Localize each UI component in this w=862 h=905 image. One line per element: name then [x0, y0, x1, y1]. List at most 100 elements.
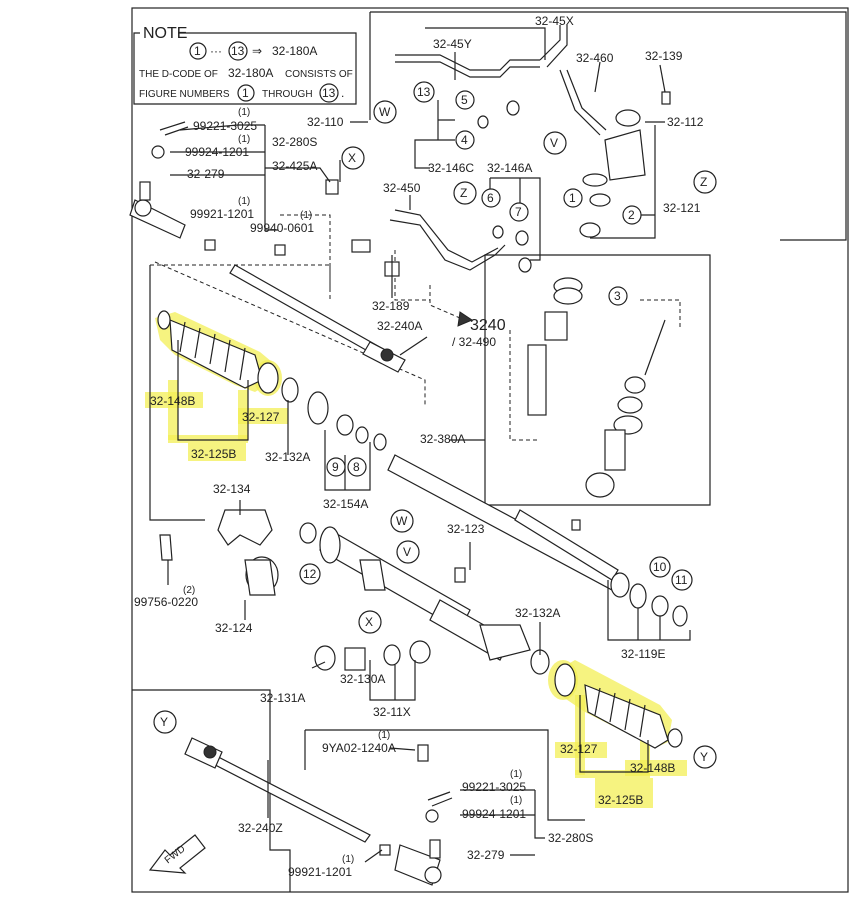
- label-32-380A: 32-380A: [420, 432, 465, 446]
- label-32-127-left: 32-127: [242, 410, 280, 424]
- label-32-279-bot: 32-279: [467, 848, 505, 862]
- arrow-3240: [429, 285, 474, 327]
- label-32-450: 32-450: [383, 181, 421, 195]
- qty-bot-1b: (1): [510, 769, 522, 780]
- callout-2: 2: [628, 208, 635, 222]
- qty-mid-2: (2): [183, 585, 195, 596]
- label-32-11X: 32-11X: [373, 705, 411, 719]
- callout-9: 9: [332, 460, 339, 474]
- note-line3-d: 13: [322, 86, 336, 100]
- valve-internals: [527, 277, 666, 498]
- callout-X-mid: X: [365, 615, 373, 629]
- callout-Y-right: Y: [700, 750, 708, 764]
- right-boot: [554, 663, 683, 749]
- label-32-131A: 32-131A: [260, 691, 305, 705]
- label-32-110: 32-110: [307, 115, 344, 129]
- label-32-127-right: 32-127: [560, 742, 598, 756]
- callout-3: 3: [614, 289, 621, 303]
- label-99924-1201-bot: 99924-1201: [462, 807, 526, 821]
- rack-housing: [319, 526, 531, 661]
- inner-tie-rod-bottom: [184, 737, 371, 843]
- label-32-45X: 32-45X: [535, 14, 574, 28]
- label-9YA02-1240A: 9YA02-1240A: [322, 741, 396, 755]
- valve-assembly: [325, 25, 671, 277]
- label-32-123: 32-123: [447, 522, 485, 536]
- label-32-125B-right: 32-125B: [598, 793, 643, 807]
- callout-11: 11: [675, 573, 688, 587]
- qty-bot-1a: (1): [378, 730, 390, 741]
- note-arrow: ⇒: [252, 44, 262, 58]
- label-32-130A: 32-130A: [340, 672, 385, 686]
- mount-bracket: [159, 509, 317, 596]
- label-32-490: / 32-490: [452, 335, 496, 349]
- qty-bot-1c: (1): [510, 795, 522, 806]
- tie-rod-end-top: [129, 121, 286, 256]
- qty-top-1c: (1): [238, 196, 250, 207]
- label-99756-0220: 99756-0220: [134, 595, 198, 609]
- label-32-189: 32-189: [372, 299, 410, 313]
- label-32-280S-bot: 32-280S: [548, 831, 593, 845]
- label-32-148B-right: 32-148B: [630, 761, 675, 775]
- note-range-to: 13: [231, 44, 245, 58]
- label-32-124: 32-124: [215, 621, 253, 635]
- seal-rings-left: [281, 377, 387, 451]
- label-99221-3025-bot: 99221-3025: [462, 780, 526, 794]
- tie-rod-end-bottom: [379, 744, 453, 886]
- note-title: NOTE: [143, 25, 187, 42]
- note-code: 32-180A: [272, 44, 317, 58]
- label-32-112: 32-112: [667, 115, 704, 129]
- label-32-146A: 32-146A: [487, 161, 532, 175]
- callout-6: 6: [487, 191, 494, 205]
- callout-13: 13: [417, 85, 431, 99]
- callout-V-top: V: [550, 136, 558, 150]
- callout-12: 12: [303, 567, 317, 581]
- callout-W-top: W: [379, 105, 391, 119]
- callout-X-top: X: [348, 151, 356, 165]
- callout-7: 7: [515, 205, 522, 219]
- label-32-121: 32-121: [663, 201, 701, 215]
- qty-bot-1d: (1): [342, 854, 354, 865]
- label-32-148B-left: 32-148B: [150, 394, 195, 408]
- label-32-45Y: 32-45Y: [433, 37, 472, 51]
- note-line3-e: .: [341, 86, 344, 100]
- bottom-small-parts: [314, 519, 581, 671]
- note-line3-b: 1: [242, 86, 249, 100]
- label-32-134: 32-134: [213, 482, 251, 496]
- label-32-279-top: 32-279: [187, 167, 225, 181]
- callout-Z-mid: Z: [460, 186, 467, 200]
- label-32-280S-top: 32-280S: [272, 135, 317, 149]
- label-99921-1201-bot: 99921-1201: [288, 865, 352, 879]
- left-boot: [157, 310, 279, 394]
- label-32-146C: 32-146C: [428, 161, 474, 175]
- note-range-from: 1: [194, 44, 201, 58]
- label-32-125B-left: 32-125B: [191, 447, 236, 461]
- callout-10: 10: [653, 560, 667, 574]
- label-32-132A-right: 32-132A: [515, 606, 560, 620]
- callout-circles: 1 2 3 4 5 6 7 8 9 10 11 12 13 W V X Z Z …: [153, 81, 717, 769]
- seal-rings-right: [530, 572, 688, 675]
- callout-W-mid: W: [396, 514, 408, 528]
- fwd-arrow: [148, 834, 206, 874]
- qty-top-1d: (1): [300, 210, 312, 221]
- label-99221-3025-top: 99221-3025: [193, 119, 257, 133]
- callout-Z-right: Z: [700, 175, 707, 189]
- label-32-425A: 32-425A: [272, 159, 317, 173]
- callout-1: 1: [569, 191, 576, 205]
- label-32-240Z: 32-240Z: [238, 821, 283, 835]
- note-box: NOTE 1 ··· 13 ⇒ 32-180A THE D-CODE OF 32…: [133, 25, 357, 105]
- label-32-119E: 32-119E: [621, 647, 665, 661]
- label-99924-1201-top: 99924-1201: [185, 145, 249, 159]
- callout-Y-left: Y: [160, 715, 168, 729]
- label-3240: 3240: [470, 317, 506, 334]
- label-99921-1201-top: 99921-1201: [190, 207, 254, 221]
- note-line3-a: FIGURE NUMBERS: [139, 89, 230, 100]
- leader-lines: [167, 27, 691, 863]
- note-line2-a: THE D-CODE OF: [139, 69, 218, 80]
- note-range-sep: ···: [210, 44, 222, 58]
- note-line3-c: THROUGH: [262, 89, 313, 100]
- note-line2-b: 32-180A: [228, 66, 273, 80]
- callout-5: 5: [461, 93, 468, 107]
- label-32-139: 32-139: [645, 49, 683, 63]
